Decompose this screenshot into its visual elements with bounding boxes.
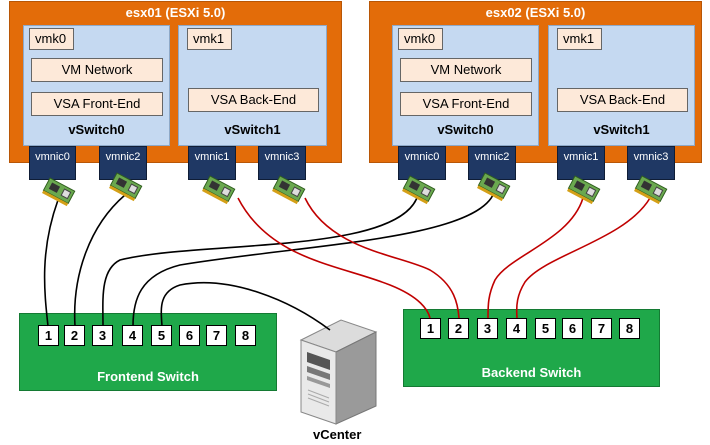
vmnic2-esx02: vmnic2 (468, 146, 516, 180)
cable-esx01-vmnic1-backend-1 (237, 197, 431, 319)
network-card-icon-esx02-vmnic0 (402, 175, 436, 205)
vswitch-label: vSwitch1 (593, 122, 650, 137)
network-card-icon-esx02-vmnic2 (477, 172, 511, 202)
network-card-icon-esx01-vmnic1 (202, 175, 236, 205)
vswitch-label: vSwitch0 (68, 122, 125, 137)
vswitch-label: vSwitch0 (437, 122, 494, 137)
host-title: esx01 (ESXi 5.0) (125, 5, 226, 20)
vmk1-esx02: vmk1 (557, 28, 602, 50)
network-card-icon-esx01-vmnic0 (42, 177, 76, 207)
backend-port-7: 7 (591, 318, 612, 339)
vmnic1-esx02: vmnic1 (557, 146, 605, 180)
host-title: esx02 (ESXi 5.0) (485, 5, 586, 20)
cable-esx02-vmnic0-frontend-3 (102, 194, 419, 327)
portgroup-vm-network-esx02: VM Network (400, 58, 532, 82)
portgroup-vsa-back-end-esx01: VSA Back-End (188, 88, 319, 112)
nic-cards (42, 172, 668, 207)
cable-esx01-vmnic0-frontend-1 (43, 199, 59, 327)
portgroup-vsa-back-end-esx02: VSA Back-End (557, 88, 688, 112)
backend-port-8: 8 (619, 318, 640, 339)
frontend-switch: Frontend Switch (19, 313, 277, 391)
switch-label: Frontend Switch (97, 369, 199, 384)
vmk0-esx01: vmk0 (29, 28, 74, 50)
cable-esx02-vmnic3-backend-4 (515, 197, 651, 319)
cable-esx02-vmnic1-backend-3 (487, 197, 584, 319)
cable-esx02-vmnic2-frontend-4 (132, 194, 494, 327)
portgroup-vsa-front-end-esx02: VSA Front-End (400, 92, 532, 116)
backend-port-3: 3 (477, 318, 498, 339)
backend-port-2: 2 (448, 318, 469, 339)
vmnic3-esx02: vmnic3 (627, 146, 675, 180)
cable-esx01-vmnic3-backend-2 (304, 197, 460, 319)
frontend-port-8: 8 (235, 325, 256, 346)
backend-port-4: 4 (506, 318, 527, 339)
switch-label: Backend Switch (481, 365, 582, 380)
vcenter-label: vCenter (313, 427, 362, 442)
frontend-port-7: 7 (206, 325, 227, 346)
cable-esx01-vmnic2-frontend-2 (73, 194, 126, 327)
backend-switch: Backend Switch (403, 309, 660, 387)
frontend-port-6: 6 (179, 325, 200, 346)
network-card-icon-esx01-vmnic2 (109, 172, 143, 202)
vswitch-label: vSwitch1 (224, 122, 281, 137)
server-tower-icon (299, 319, 378, 425)
cables (43, 194, 651, 331)
backend-port-6: 6 (562, 318, 583, 339)
backend-port-5: 5 (535, 318, 556, 339)
network-card-icon-esx02-vmnic3 (634, 175, 668, 205)
vmnic0-esx01: vmnic0 (29, 146, 76, 180)
vmk1-esx01: vmk1 (187, 28, 232, 50)
vmnic3-esx01: vmnic3 (258, 146, 306, 180)
vmk0-esx02: vmk0 (398, 28, 443, 50)
portgroup-vm-network-esx01: VM Network (31, 58, 163, 82)
vmnic2-esx01: vmnic2 (99, 146, 147, 180)
network-card-icon-esx02-vmnic1 (567, 175, 601, 205)
vmnic0-esx02: vmnic0 (398, 146, 446, 180)
cable-vcenter-frontend-5 (160, 281, 331, 331)
portgroup-vsa-front-end-esx01: VSA Front-End (31, 92, 163, 116)
network-card-icon-esx01-vmnic3 (272, 175, 306, 205)
backend-port-1: 1 (420, 318, 441, 339)
